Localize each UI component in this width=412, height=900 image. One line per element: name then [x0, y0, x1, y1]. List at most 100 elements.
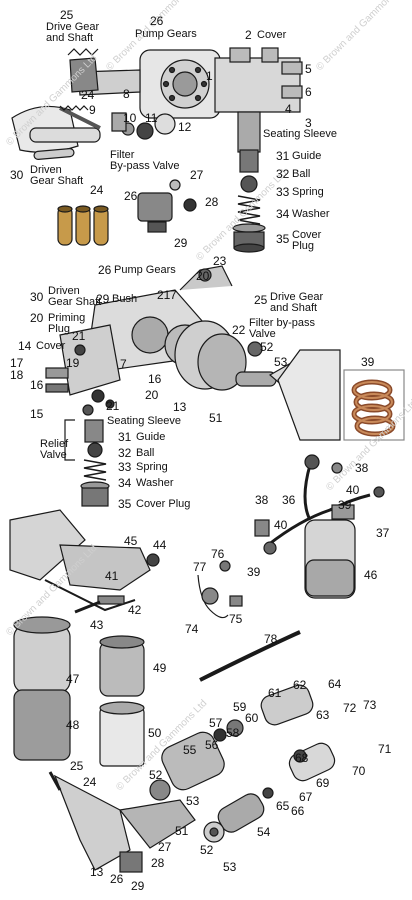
part-number: 29	[96, 292, 110, 306]
part-name: Cover Plug	[292, 229, 322, 252]
part-number: 59	[233, 700, 247, 714]
part-name: Washer	[292, 208, 330, 220]
part-number: 47	[66, 672, 80, 686]
part-number: 51	[175, 824, 189, 838]
part-number: 42	[128, 603, 142, 617]
part-number: 31	[276, 149, 290, 163]
part-number: 19	[66, 356, 80, 370]
part-number: 21	[106, 399, 120, 413]
part-number: 53	[223, 860, 237, 874]
part-number: 53	[274, 355, 288, 369]
part-number: 70	[352, 764, 366, 778]
part-number: 35	[118, 497, 132, 511]
part-number: 39	[361, 355, 375, 369]
part-name: Cover	[257, 29, 287, 41]
part-number: 27	[190, 168, 204, 182]
part-number: 52	[260, 340, 274, 354]
part-number: 25	[254, 293, 268, 307]
part-name: Pump Gears	[114, 264, 176, 276]
part-number: 78	[264, 632, 278, 646]
part-number: 44	[153, 538, 167, 552]
part-number: 15	[30, 407, 44, 421]
part-number: 52	[200, 843, 214, 857]
part-number: 45	[124, 534, 138, 548]
part-number: 17	[10, 356, 24, 370]
part-number: 24	[90, 183, 104, 197]
part-number: 26	[110, 872, 124, 886]
part-number: 54	[257, 825, 271, 839]
part-number: 62	[293, 678, 307, 692]
part-number: 39	[247, 565, 261, 579]
part-name: Driven Gear Shaft	[30, 164, 84, 187]
part-number: 16	[30, 378, 44, 392]
part-number: 71	[378, 742, 392, 756]
part-number: 51	[209, 411, 223, 425]
part-number: 20	[30, 311, 44, 325]
part-number: 49	[153, 661, 167, 675]
part-name: Seating Sleeve	[263, 128, 337, 140]
part-number: 18	[10, 368, 24, 382]
part-number: 36	[282, 493, 296, 507]
part-number: 38	[255, 493, 269, 507]
part-number: 64	[328, 677, 342, 691]
part-number: 10	[123, 111, 137, 125]
part-name: Drive Gear and Shaft	[270, 291, 324, 314]
part-name: Pump Gears	[135, 28, 197, 40]
part-number: 35	[276, 232, 290, 246]
part-number: 25	[70, 759, 84, 773]
part-name: Bush	[112, 293, 138, 305]
part-name: Driven Gear Shaft	[48, 285, 102, 308]
part-number: 40	[274, 518, 288, 532]
part-number: 38	[355, 461, 369, 475]
part-name: Seating Sleeve	[107, 415, 181, 427]
part-number: 34	[276, 207, 290, 221]
part-number: 75	[229, 612, 243, 626]
part-number: 69	[316, 776, 330, 790]
part-name: Drive Gear and Shaft	[46, 21, 100, 44]
part-number: 30	[10, 168, 24, 182]
part-number: 26	[124, 189, 138, 203]
part-number: 76	[211, 547, 225, 561]
part-number: 46	[364, 568, 378, 582]
part-number: 27	[158, 840, 172, 854]
part-number: 14	[18, 339, 32, 353]
part-number: 11	[145, 111, 158, 125]
part-name: Washer	[136, 477, 174, 489]
part-number: 28	[151, 856, 165, 870]
part-number: 73	[363, 698, 377, 712]
part-number: 9	[89, 103, 96, 117]
part-number: 13	[90, 865, 104, 879]
part-number: 30	[30, 290, 44, 304]
part-number: 65	[276, 799, 290, 813]
part-number: 24	[81, 88, 95, 102]
part-number: 63	[316, 708, 330, 722]
part-number: 20	[196, 269, 210, 283]
part-number: 43	[90, 618, 104, 632]
part-number: 24	[83, 775, 97, 789]
part-number: 5	[305, 62, 312, 76]
part-number: 48	[66, 718, 80, 732]
part-number: 61	[268, 686, 282, 700]
part-number: 57	[209, 716, 223, 730]
part-number: 67	[299, 790, 313, 804]
part-name: Relief Valve	[40, 438, 69, 461]
part-number: 28	[205, 195, 219, 209]
part-number: 37	[376, 526, 390, 540]
part-number: 77	[193, 560, 207, 574]
part-number: 60	[245, 711, 259, 725]
part-number: 1	[206, 69, 213, 83]
part-number: 33	[118, 460, 132, 474]
part-number: 72	[343, 701, 357, 715]
part-number: 29	[174, 236, 188, 250]
part-name: Ball	[136, 447, 155, 459]
part-number: 74	[185, 622, 199, 636]
part-number: 29	[131, 879, 145, 893]
part-number: 41	[105, 569, 119, 583]
part-name: Guide	[136, 431, 166, 443]
part-name: Filter By-pass Valve	[110, 149, 180, 172]
part-name: Cover	[36, 340, 66, 352]
part-number: 4	[285, 102, 292, 116]
part-name: Spring	[292, 186, 324, 198]
